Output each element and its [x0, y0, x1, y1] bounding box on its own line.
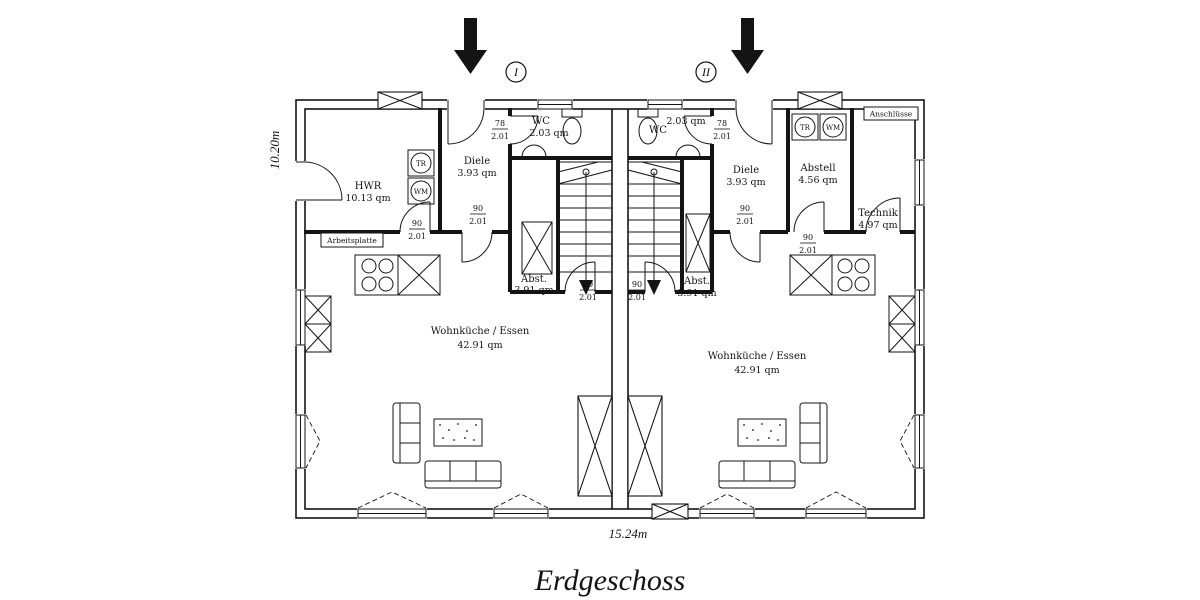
unit-label-II: II	[701, 65, 711, 79]
room-area-abst-right: 3.91 qm	[677, 288, 716, 299]
room-labels-left: HWR 10.13 qm Diele 3.93 qm WC 2.03 qm Ab…	[345, 116, 568, 351]
room-label-abst-right: Abst.	[683, 276, 710, 287]
room-area-diele-right: 3.93 qm	[726, 177, 765, 188]
dryer-label-left: TR	[416, 160, 427, 168]
door-dim-78-left-bottom: 2.01	[491, 132, 509, 141]
laundry-right: TR WM	[791, 113, 847, 141]
door-dim-90-diele-right-bottom: 2.01	[736, 217, 754, 226]
door-dim-90-hall-left-top: 90	[583, 280, 593, 289]
door-dim-90-hall-left-bottom: 2.01	[579, 293, 597, 302]
door-dim-90-hall-right-bottom: 2.01	[628, 293, 646, 302]
door-dim-78-right-top: 78	[717, 119, 727, 128]
connections-label: Anschlüsse	[869, 110, 913, 119]
room-area-diele-left: 3.93 qm	[457, 168, 496, 179]
entrance-arrow-left-icon	[454, 18, 487, 74]
room-label-diele-left: Diele	[464, 156, 490, 167]
door-dim-78-left-top: 78	[495, 119, 505, 128]
door-dim-90-diele-left-bottom: 2.01	[469, 217, 487, 226]
dimension-width: 15.24m	[609, 526, 648, 541]
wc-fixtures-left	[521, 108, 583, 158]
unit-label-I: I	[513, 65, 519, 79]
room-area-wc-left: 2.03 qm	[529, 128, 568, 139]
stair-down-arrow-left-icon	[579, 280, 593, 295]
door-dim-90-hwr-bottom: 2.01	[408, 232, 426, 241]
room-area-wc-right: 2.03 qm	[666, 116, 705, 127]
door-dim-90-hwr-top: 90	[412, 219, 422, 228]
washer-label-left: WM	[414, 188, 428, 196]
page-title: Erdgeschoss	[534, 564, 686, 597]
room-area-abst-left: 3.91 qm	[514, 285, 553, 296]
unit-mark-left: I	[505, 61, 527, 83]
table-stipple-left	[439, 423, 477, 441]
kitchen-left	[304, 254, 441, 353]
entrance-arrow-right-icon	[731, 18, 764, 74]
room-area-wohnkueche-right: 42.91 qm	[734, 365, 779, 376]
room-label-wc-right: WC	[649, 125, 667, 136]
central-chimney-blocks	[577, 395, 663, 497]
dimension-height: 10.20m	[267, 131, 282, 170]
dryer-label-right: TR	[800, 124, 811, 132]
room-area-wohnkueche-left: 42.91 qm	[457, 340, 502, 351]
stairs-right	[627, 161, 683, 295]
room-label-hwr: HWR	[355, 181, 382, 192]
room-area-hwr: 10.13 qm	[345, 193, 390, 204]
door-dim-78-right-bottom: 2.01	[713, 132, 731, 141]
interior-walls	[304, 108, 915, 294]
furniture-right	[718, 402, 828, 489]
windows	[295, 99, 925, 519]
storage-shafts	[521, 213, 711, 275]
connections-label-box: Anschlüsse	[863, 106, 919, 121]
room-label-wohnkueche-right: Wohnküche / Essen	[708, 351, 807, 362]
stair-down-arrow-right-icon	[647, 280, 661, 295]
stairs-left	[557, 161, 613, 295]
washer-label-right: WM	[826, 124, 840, 132]
furniture-left	[392, 402, 502, 489]
room-labels-right: WC 2.03 qm Diele 3.93 qm Abstell 4.56 qm…	[649, 116, 899, 376]
room-label-abstell: Abstell	[799, 163, 835, 174]
door-dim-90-diele-left-top: 90	[473, 204, 483, 213]
unit-mark-right: II	[695, 61, 717, 83]
door-dim-90-abstell-bottom: 2.01	[799, 246, 817, 255]
door-dim-90-hall-right-top: 90	[632, 280, 642, 289]
wc-fixtures-right	[637, 108, 701, 158]
table-stipple-right	[743, 423, 781, 441]
laundry-left: TR WM	[407, 149, 435, 205]
window-swing-marks	[305, 414, 915, 509]
room-label-wc-left: WC	[532, 116, 550, 127]
room-area-abstell: 4.56 qm	[798, 175, 837, 186]
room-label-diele-right: Diele	[733, 165, 759, 176]
worktop-label: Arbeitsplatte	[326, 236, 377, 245]
worktop-label-box: Arbeitsplatte	[320, 232, 384, 248]
room-label-abst-left: Abst.	[520, 274, 547, 285]
door-dimension-labels: 78 2.01 78 2.01 90 2.01 90 2.01 90 2.01 …	[408, 119, 817, 302]
room-label-wohnkueche-left: Wohnküche / Essen	[431, 326, 530, 337]
shaft-boxes	[377, 91, 843, 520]
door-dim-90-abstell-top: 90	[803, 233, 813, 242]
room-label-technik: Technik	[858, 208, 898, 219]
kitchen-right	[789, 254, 916, 353]
door-dim-90-diele-right-top: 90	[740, 204, 750, 213]
room-area-technik: 4.97 qm	[858, 220, 897, 231]
party-wall	[611, 109, 629, 509]
doors	[303, 107, 901, 293]
